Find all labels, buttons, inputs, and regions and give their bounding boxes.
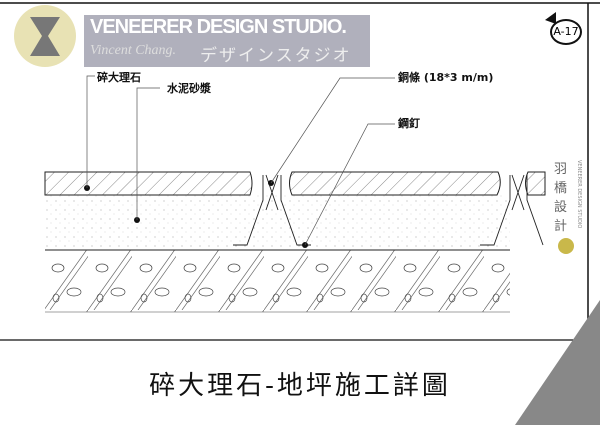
leader-lines — [86, 75, 395, 246]
gravel-layer — [45, 250, 510, 312]
watermark-signature: Vincent Chang. — [90, 43, 177, 58]
ref-arrow-icon — [545, 12, 556, 24]
label-copper-strip: 銅條 (18*3 m/m) — [398, 71, 494, 84]
corner-triangle — [515, 300, 600, 425]
label-marble: 碎大理石 — [97, 71, 141, 84]
copper-strip — [233, 174, 544, 246]
label-steel-nail: 鋼釘 — [398, 117, 420, 130]
watermark-katakana: デザインスタジオ — [200, 46, 352, 66]
studio-watermark: VENEERER DESIGN STUDIO. Vincent Chang. デ… — [84, 15, 370, 67]
watermark-studio: VENEERER DESIGN STUDIO. — [90, 16, 347, 38]
marble-slab — [44, 171, 253, 196]
mortar-layer — [45, 195, 510, 250]
marble-slab — [289, 171, 501, 196]
side-brand-english: VENEERER DESIGN STUDIO — [576, 160, 582, 229]
sheet-reference: A-17 — [550, 19, 582, 45]
side-brand-chinese: 羽橋設計 — [553, 162, 567, 234]
label-mortar: 水泥砂漿 — [167, 82, 211, 95]
logo-icon — [14, 5, 76, 67]
drawing-title: 碎大理石-地坪施工詳圖 — [149, 371, 451, 401]
side-logo-icon — [558, 238, 574, 254]
marble-slab — [525, 171, 546, 196]
